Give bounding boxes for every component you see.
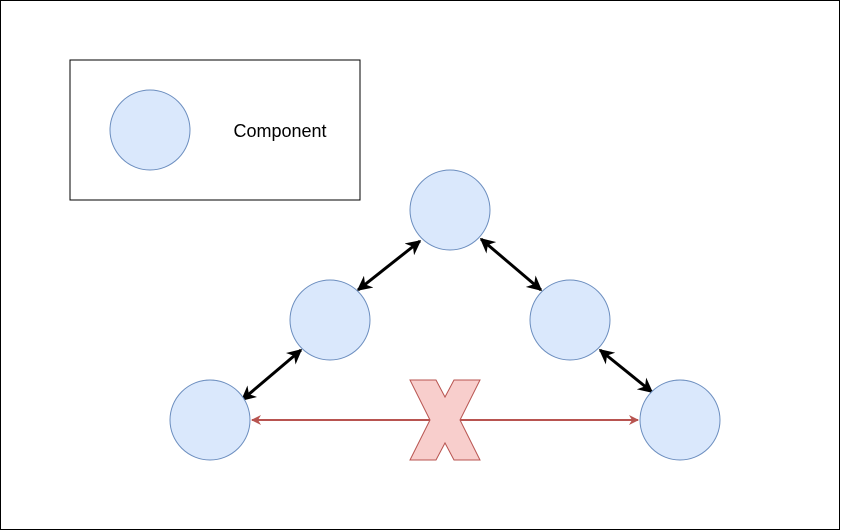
component-node-top [409, 169, 491, 251]
link-bottomleft-midleft [240, 348, 303, 402]
legend-label: Component [233, 121, 326, 141]
link-midleft-top [356, 239, 422, 292]
component-node-bottom-right [639, 379, 721, 461]
blocked-cross-icon [409, 379, 481, 461]
component-node-bottom-left [169, 379, 251, 461]
component-node-mid-left [289, 279, 371, 361]
link-top-midright [479, 237, 543, 292]
component-node-mid-right [529, 279, 611, 361]
legend-component-swatch [109, 89, 191, 171]
legend: Component [69, 59, 361, 201]
link-midright-bottomright [598, 348, 654, 394]
nodes [169, 169, 721, 461]
